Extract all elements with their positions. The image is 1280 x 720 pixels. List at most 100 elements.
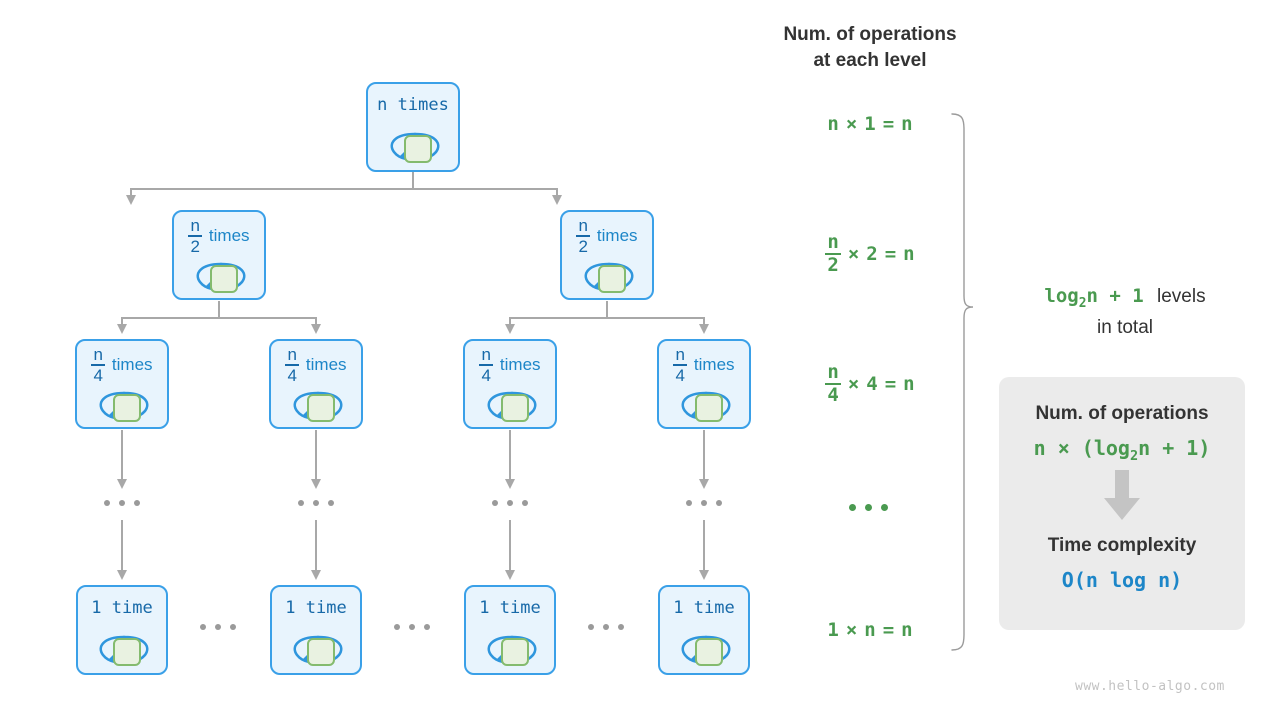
- loop-icon: [578, 256, 640, 296]
- loop-icon: [93, 629, 155, 669]
- node-label: 1 time: [78, 596, 166, 620]
- fraction-denominator: 2: [576, 235, 590, 256]
- operand-right: 1: [864, 113, 876, 135]
- dot: [313, 500, 319, 506]
- equals-symbol: =: [882, 619, 895, 641]
- dot: [701, 500, 707, 506]
- panel-complexity-title: Time complexity: [1047, 535, 1197, 556]
- leaf-label-text: 1 time: [479, 598, 541, 618]
- green-operation-box: [501, 638, 529, 666]
- fraction-denominator: 2: [825, 253, 841, 276]
- dot: [588, 624, 594, 630]
- tree-node-level1-1[interactable]: n times: [366, 82, 460, 172]
- tree-node-level5-2[interactable]: 1 time: [270, 585, 362, 675]
- green-operation-box: [404, 135, 432, 163]
- node-label: 1 time: [272, 596, 360, 620]
- fraction-numerator: n: [93, 345, 103, 364]
- green-operation-box: [307, 638, 335, 666]
- log-prefix: log: [1044, 285, 1079, 307]
- green-operation-box: [113, 394, 141, 422]
- loop-icon: [190, 256, 252, 296]
- operations-row-3: n 4 × 4 = n: [790, 363, 950, 406]
- fraction: n 2: [825, 233, 841, 276]
- node-label: 1 time: [466, 596, 554, 620]
- operand-left: 1: [827, 619, 839, 641]
- dot: [716, 500, 722, 506]
- down-arrow-icon: [1099, 470, 1145, 527]
- fraction-numerator: n: [190, 216, 200, 235]
- node-unit: times: [499, 355, 541, 374]
- vertical-ellipsis-1: [104, 500, 140, 506]
- node-label: n times: [368, 93, 458, 117]
- levels-word: levels: [1157, 286, 1206, 307]
- horizontal-ellipsis-1: [200, 624, 236, 630]
- dot: [507, 500, 513, 506]
- operand-right: n: [864, 619, 876, 641]
- loop-icon: [675, 629, 737, 669]
- operations-row-1: n × 1 = n: [790, 110, 950, 138]
- tree-node-level3-4[interactable]: n 4 times: [657, 339, 751, 429]
- operand-result: n: [901, 619, 913, 641]
- fraction-denominator: 4: [91, 364, 105, 385]
- dot: [603, 624, 609, 630]
- vertical-ellipsis-4: [686, 500, 722, 506]
- fraction: n 2: [576, 217, 590, 256]
- dot: [849, 504, 856, 511]
- tree-node-level5-4[interactable]: 1 time: [658, 585, 750, 675]
- operand-result: n: [903, 373, 915, 395]
- operand-result: n: [901, 113, 913, 135]
- times-symbol: ×: [845, 619, 858, 641]
- fraction: n 4: [825, 363, 841, 406]
- node-count-text: n: [377, 95, 388, 115]
- tree-node-level5-1[interactable]: 1 time: [76, 585, 168, 675]
- vertical-ellipsis-2: [298, 500, 334, 506]
- node-unit: times: [208, 226, 250, 245]
- dot: [215, 624, 221, 630]
- equals-symbol: =: [882, 113, 895, 135]
- leaf-label-text: 1 time: [673, 598, 735, 618]
- node-label: n 2 times: [562, 217, 652, 255]
- log-suffix: n + 1: [1086, 285, 1144, 307]
- panel-complexity-value: O(n log n): [1061, 568, 1183, 592]
- dot: [298, 500, 304, 506]
- levels-formula: log2n + 1: [1044, 285, 1144, 311]
- vertical-ellipsis-3: [492, 500, 528, 506]
- formula-prefix: n × (log: [1033, 436, 1130, 460]
- loop-icon: [93, 385, 155, 425]
- levels-total-note: log2n + 1 levels in total: [1005, 283, 1245, 341]
- node-unit: times: [596, 226, 638, 245]
- formula-suffix: n + 1): [1138, 436, 1211, 460]
- tree-node-level3-3[interactable]: n 4 times: [463, 339, 557, 429]
- log-base: 2: [1129, 448, 1139, 464]
- green-operation-box: [501, 394, 529, 422]
- summary-panel: Num. of operations n × (log2n + 1) Time …: [999, 377, 1245, 630]
- tree-node-level2-1[interactable]: n 2 times: [172, 210, 266, 300]
- times-symbol: ×: [847, 373, 860, 395]
- dot: [104, 500, 110, 506]
- tree-node-level2-2[interactable]: n 2 times: [560, 210, 654, 300]
- levels-brace: [951, 113, 974, 651]
- tree-node-level3-1[interactable]: n 4 times: [75, 339, 169, 429]
- operand-right: 2: [866, 243, 878, 265]
- operand-right: 4: [866, 373, 878, 395]
- dot: [424, 624, 430, 630]
- green-operation-box: [695, 394, 723, 422]
- green-operation-box: [695, 638, 723, 666]
- node-label: n 4 times: [659, 346, 749, 384]
- horizontal-ellipsis-2: [394, 624, 430, 630]
- dot: [119, 500, 125, 506]
- leaf-label-text: 1 time: [285, 598, 347, 618]
- loop-icon: [287, 629, 349, 669]
- dot: [522, 500, 528, 506]
- horizontal-ellipsis-3: [588, 624, 624, 630]
- tree-node-level5-3[interactable]: 1 time: [464, 585, 556, 675]
- node-unit: times: [305, 355, 347, 374]
- fraction-numerator: n: [675, 345, 685, 364]
- fraction-denominator: 4: [825, 383, 841, 406]
- loop-icon: [675, 385, 737, 425]
- node-label: n 2 times: [174, 217, 264, 255]
- dot: [409, 624, 415, 630]
- dot: [394, 624, 400, 630]
- tree-node-level3-2[interactable]: n 4 times: [269, 339, 363, 429]
